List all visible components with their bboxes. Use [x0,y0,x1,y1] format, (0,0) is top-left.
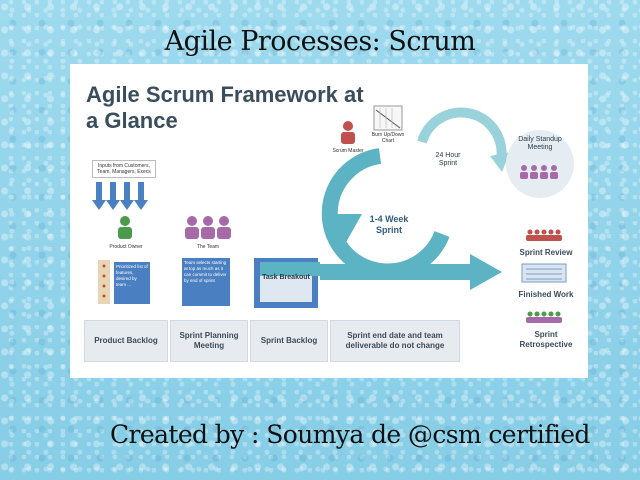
team-icon [185,216,231,239]
standup-circle [506,130,574,198]
team-label: The Team [196,244,220,250]
daily-standup-label: Daily Standup Meeting [518,136,562,151]
product-owner-icon [118,216,132,239]
burndown-chart-icon [373,105,403,131]
sprint-end-date-box: Sprint end date and team deliverable do … [330,320,460,362]
product-backlog-box: Product Backlog [84,320,168,362]
sprint-review-label: Sprint Review [519,248,573,257]
inputs-note: Inputs from Customers, Team, Managers, E… [92,160,156,178]
sprint-length-label: 1-4 Week Sprint [369,214,409,235]
scrum-master-icon [341,121,355,144]
input-arrows [92,182,148,210]
sprint-cycle-arrow [260,148,502,290]
scrum-framework-diagram: Agile Scrum Framework at a Glance Inputs… [70,64,588,378]
retrospective-people-icon [526,311,562,323]
sprint-retrospective-label: Sprint Retrospective [519,330,573,349]
daily-sprint-label: 24 Hour Sprint [435,152,461,167]
finished-work-icon [521,263,567,283]
burndown-label: Burn Up/Down Chart [371,132,405,144]
standup-people-icon [520,165,558,179]
slide-title: Agile Processes: Scrum [164,26,476,57]
diagram-graphics [92,105,574,323]
sprint-planning-box: Sprint Planning Meeting [170,320,248,362]
sprint-backlog-box: Sprint Backlog [250,320,328,362]
product-owner-label: Product Owner [109,244,143,250]
daily-cycle-arrow [417,107,510,172]
review-people-icon [526,229,562,241]
framework-title: Agile Scrum Framework at a Glance [86,82,364,133]
po-note: Prioritized list of features, desired by… [114,262,150,304]
scrum-master-label: Scrum Master [332,148,364,154]
task-breakout-label: Task Breakout [262,274,310,281]
team-note: Team selects starting at top as much as … [182,258,230,306]
finished-work-label: Finished Work [518,290,574,299]
product-backlog-stack [98,260,110,304]
footer-credit: Created by : Soumya de @csm certified [110,420,590,449]
